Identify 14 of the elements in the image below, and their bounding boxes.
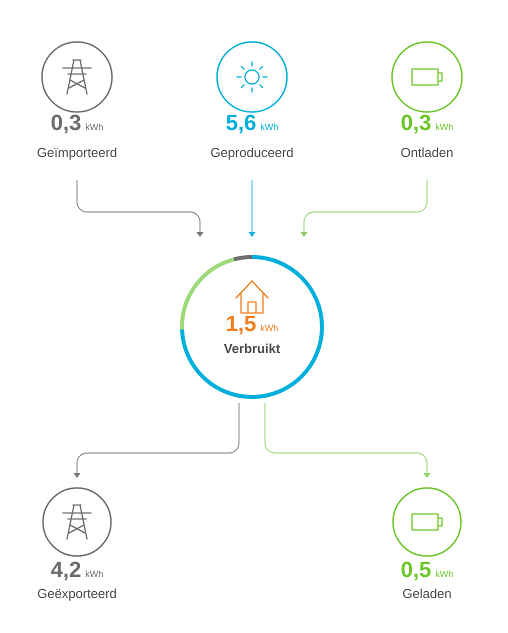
energy-value: 4,2 kWh: [51, 562, 103, 580]
flow-label: Geëxporteerd: [38, 588, 116, 601]
flow-label: Verbruikt: [224, 344, 280, 354]
energy-value: 0,3 kWh: [52, 114, 103, 134]
energy-value: 1,5 kWh: [227, 316, 278, 334]
energy-value: 0,3 kWh: [402, 114, 453, 134]
flow-label: Ontladen: [401, 148, 453, 158]
arrow: [264, 402, 431, 478]
arrow: [76, 180, 204, 237]
energy-value: 0,5 kWh: [402, 562, 453, 580]
flow-label: Geladen: [403, 588, 451, 598]
flow-label: Geïmporteerd: [38, 148, 116, 160]
energy-value: 5,6 kWh: [226, 114, 278, 134]
flow-label: Geproduceerd: [211, 148, 293, 160]
